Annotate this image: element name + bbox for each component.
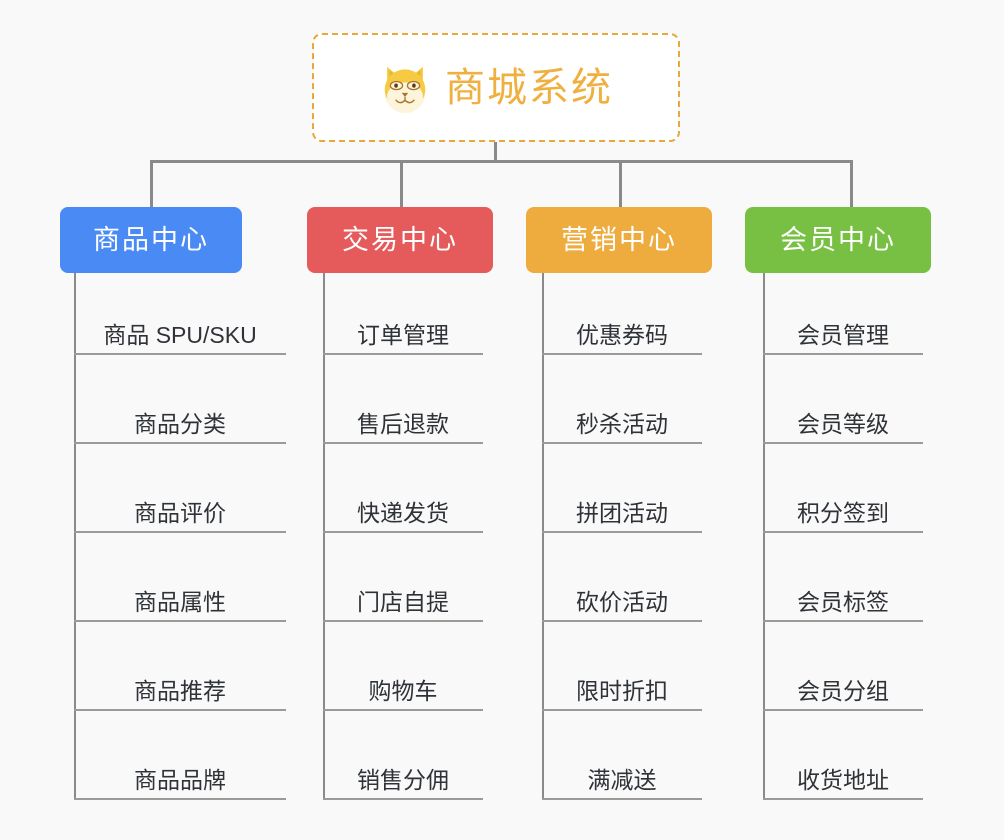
leaf-item[interactable]: 商品属性 <box>74 564 286 622</box>
leaf-item-label: 快递发货 <box>357 500 449 527</box>
category-label: 商品中心 <box>93 224 209 255</box>
leaf-item[interactable]: 商品 SPU/SKU <box>74 297 286 355</box>
leaf-item[interactable]: 满减送 <box>542 742 702 800</box>
leaf-item-label: 商品 SPU/SKU <box>103 322 257 349</box>
category-label: 交易中心 <box>342 224 458 255</box>
leaf-item-label: 会员管理 <box>797 322 889 349</box>
leaf-item-label: 商品评价 <box>134 500 226 527</box>
connector-bus-bar <box>150 160 853 163</box>
leaf-item-label: 商品品牌 <box>134 767 226 794</box>
leaf-item-label: 收货地址 <box>797 767 889 794</box>
category-box-trade-center[interactable]: 交易中心 <box>307 207 493 273</box>
shiba-dog-face-icon <box>384 66 426 113</box>
leaf-item-label: 订单管理 <box>357 322 449 349</box>
leaf-item[interactable]: 会员分组 <box>763 653 923 711</box>
leaf-item[interactable]: 积分签到 <box>763 475 923 533</box>
column-spine-trade-center <box>323 273 325 800</box>
leaf-item[interactable]: 砍价活动 <box>542 564 702 622</box>
leaf-item[interactable]: 销售分佣 <box>323 742 483 800</box>
connector-drop-trade-center <box>400 160 403 208</box>
leaf-item[interactable]: 商品分类 <box>74 386 286 444</box>
category-box-marketing-center[interactable]: 营销中心 <box>526 207 712 273</box>
connector-drop-product-center <box>150 160 153 208</box>
column-spine-member-center <box>763 273 765 800</box>
leaf-item[interactable]: 购物车 <box>323 653 483 711</box>
leaf-item[interactable]: 商品推荐 <box>74 653 286 711</box>
leaf-item[interactable]: 会员管理 <box>763 297 923 355</box>
leaf-item-label: 拼团活动 <box>576 500 668 527</box>
leaf-item-label: 商品分类 <box>134 411 226 438</box>
leaf-item-label: 秒杀活动 <box>576 411 668 438</box>
leaf-item[interactable]: 收货地址 <box>763 742 923 800</box>
leaf-item[interactable]: 拼团活动 <box>542 475 702 533</box>
leaf-item[interactable]: 秒杀活动 <box>542 386 702 444</box>
leaf-item-label: 销售分佣 <box>357 767 449 794</box>
leaf-item-label: 积分签到 <box>797 500 889 527</box>
category-label: 营销中心 <box>561 224 677 255</box>
leaf-item-label: 会员标签 <box>797 589 889 616</box>
leaf-item[interactable]: 售后退款 <box>323 386 483 444</box>
leaf-item-label: 会员等级 <box>797 411 889 438</box>
leaf-item[interactable]: 商品品牌 <box>74 742 286 800</box>
column-spine-marketing-center <box>542 273 544 800</box>
leaf-item-label: 满减送 <box>587 767 657 794</box>
column-spine-product-center <box>74 273 76 800</box>
leaf-item-label: 售后退款 <box>357 411 449 438</box>
leaf-item[interactable]: 订单管理 <box>323 297 483 355</box>
leaf-item[interactable]: 快递发货 <box>323 475 483 533</box>
connector-root-stem <box>494 142 497 162</box>
leaf-item[interactable]: 会员等级 <box>763 386 923 444</box>
root-title: 商城系统 <box>445 65 613 110</box>
connector-drop-marketing-center <box>619 160 622 208</box>
leaf-item-label: 会员分组 <box>797 678 889 705</box>
leaf-item[interactable]: 会员标签 <box>763 564 923 622</box>
connector-drop-member-center <box>850 160 853 208</box>
leaf-item-label: 购物车 <box>368 678 438 705</box>
leaf-item-label: 商品推荐 <box>134 678 226 705</box>
category-box-member-center[interactable]: 会员中心 <box>745 207 931 273</box>
leaf-item-label: 商品属性 <box>134 589 226 616</box>
leaf-item[interactable]: 优惠券码 <box>542 297 702 355</box>
category-label: 会员中心 <box>780 224 896 255</box>
leaf-item[interactable]: 限时折扣 <box>542 653 702 711</box>
leaf-item[interactable]: 商品评价 <box>74 475 286 533</box>
leaf-item-label: 门店自提 <box>357 589 449 616</box>
leaf-item-label: 限时折扣 <box>576 678 668 705</box>
root-node[interactable]: 商城系统 <box>312 33 680 142</box>
leaf-item-label: 优惠券码 <box>576 322 668 349</box>
category-box-product-center[interactable]: 商品中心 <box>60 207 242 273</box>
leaf-item-label: 砍价活动 <box>576 589 668 616</box>
leaf-item[interactable]: 门店自提 <box>323 564 483 622</box>
